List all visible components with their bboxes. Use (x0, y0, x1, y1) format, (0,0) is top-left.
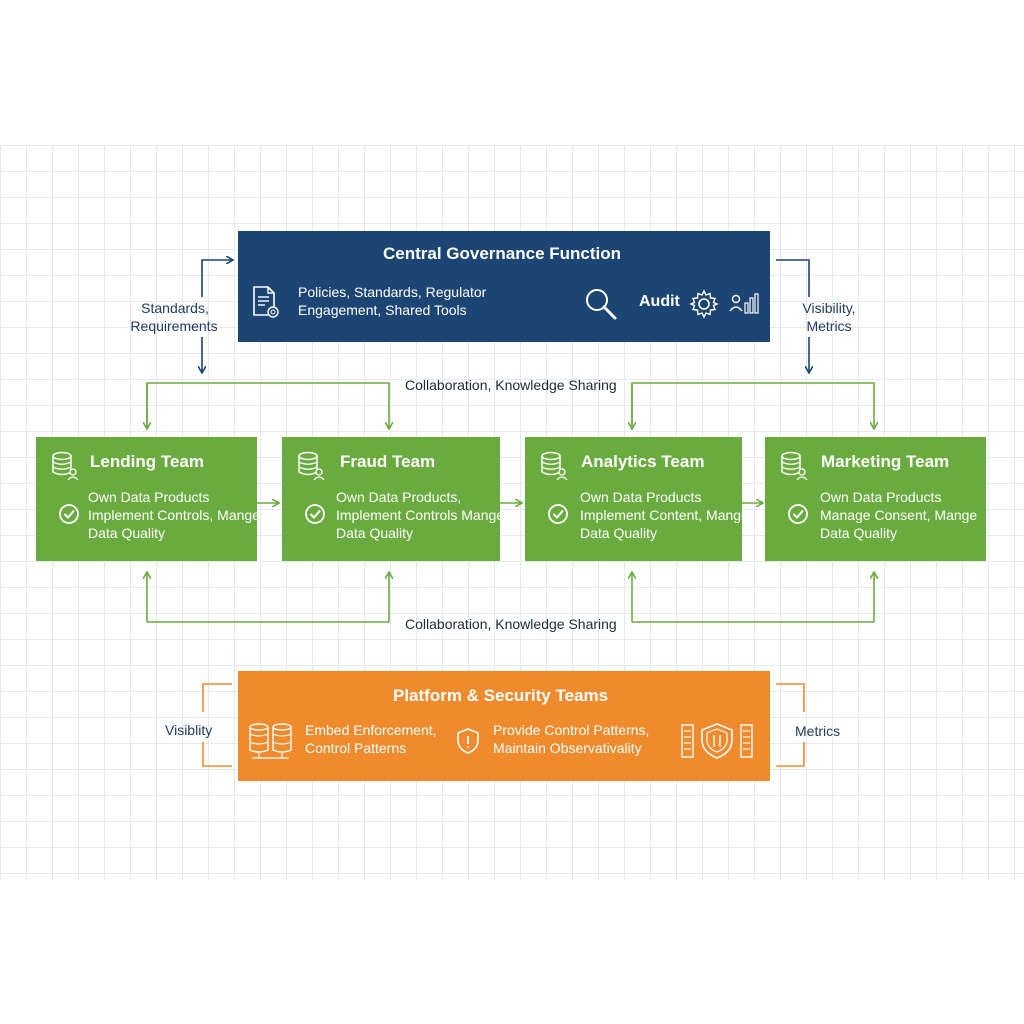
team-description: Own Data Products, Implement Controls Ma… (336, 488, 504, 542)
magnifier-icon (582, 285, 620, 328)
check-circle-icon (304, 503, 326, 525)
governance-description-line2: Engagement, Shared Tools (298, 302, 467, 318)
platform-right-text: Provide Control Patterns, Maintain Obser… (493, 721, 649, 757)
governance-description-line1: Policies, Standards, Regulator (298, 284, 487, 300)
database-user-icon (539, 451, 569, 481)
standards-label-line1: Standards, (141, 300, 209, 316)
team-description: Own Data Products Implement Controls, Ma… (88, 488, 260, 542)
team-desc-line1: Own Data Products (88, 489, 210, 505)
team-desc-line1: Own Data Products (820, 489, 942, 505)
team-title: Analytics Team (581, 452, 705, 471)
team-desc-line2: Implement Controls, Mange (88, 507, 260, 523)
governance-description: Policies, Standards, Regulator Engagemen… (298, 283, 486, 319)
platform-right-line1: Provide Control Patterns, (493, 722, 650, 738)
team-title: Fraud Team (340, 452, 436, 471)
database-user-icon (296, 451, 326, 481)
platform-left-line2: Control Patterns (305, 740, 407, 756)
platform-left-text: Embed Enforcement, Control Patterns (305, 721, 437, 757)
secure-server-icon (680, 721, 754, 766)
visibility-label-line2: Metrics (806, 318, 852, 334)
standards-label-line2: Requirements (130, 318, 218, 334)
platform-left-line1: Embed Enforcement, (305, 722, 437, 738)
team-desc-line1: Own Data Products, (336, 489, 462, 505)
team-desc-line2: Manage Consent, Mange (820, 507, 978, 523)
team-desc-line3: Data Quality (88, 525, 166, 541)
team-title: Lending Team (90, 452, 204, 471)
collab-bottom-label: Collaboration, Knowledge Sharing (405, 616, 617, 632)
team-title: Marketing Team (821, 452, 950, 471)
team-description: Own Data Products Implement Content, Man… (580, 488, 749, 542)
standards-requirements-label: Standards, Requirements (130, 299, 218, 335)
team-desc-line3: Data Quality (580, 525, 658, 541)
team-card-lending: Lending Team Own Data Products Implement… (36, 437, 260, 561)
collab-top-label: Collaboration, Knowledge Sharing (405, 377, 617, 393)
team-card-fraud: Fraud Team Own Data Products, Implement … (282, 437, 504, 561)
audit-label: Audit (639, 293, 680, 310)
team-desc-line3: Data Quality (336, 525, 414, 541)
team-desc-line3: Data Quality (820, 525, 898, 541)
visibility-label-line1: Visibility, (802, 300, 856, 316)
team-card-analytics: Analytics Team Own Data Products Impleme… (525, 437, 749, 561)
gear-icon (689, 289, 719, 324)
check-circle-icon (547, 503, 569, 525)
policy-document-icon (251, 285, 281, 326)
visibility-bottom-label: Visiblity (165, 722, 213, 738)
platform-security-box: Platform & Security Teams Embed Enforcem… (238, 671, 770, 781)
team-desc-line2: Implement Content, Mange (580, 507, 749, 523)
database-user-icon (50, 451, 80, 481)
platform-title: Platform & Security Teams (393, 686, 609, 705)
governance-title: Central Governance Function (383, 244, 622, 263)
team-desc-line1: Own Data Products (580, 489, 702, 505)
check-circle-icon (787, 503, 809, 525)
platform-right-line2: Maintain Observativality (493, 740, 642, 756)
metrics-bottom-label: Metrics (795, 723, 841, 739)
central-governance-box: Central Governance Function Policies, St… (238, 231, 770, 342)
visibility-metrics-label: Visibility, Metrics (796, 299, 862, 335)
people-chart-icon (729, 291, 759, 322)
check-circle-icon (58, 503, 80, 525)
team-card-marketing: Marketing Team Own Data Products Manage … (765, 437, 986, 561)
shield-icon (455, 727, 481, 760)
database-user-icon (779, 451, 809, 481)
server-stack-icon (248, 722, 294, 765)
team-desc-line2: Implement Controls Mange (336, 507, 505, 523)
team-description: Own Data Products Manage Consent, Mange … (820, 488, 977, 542)
